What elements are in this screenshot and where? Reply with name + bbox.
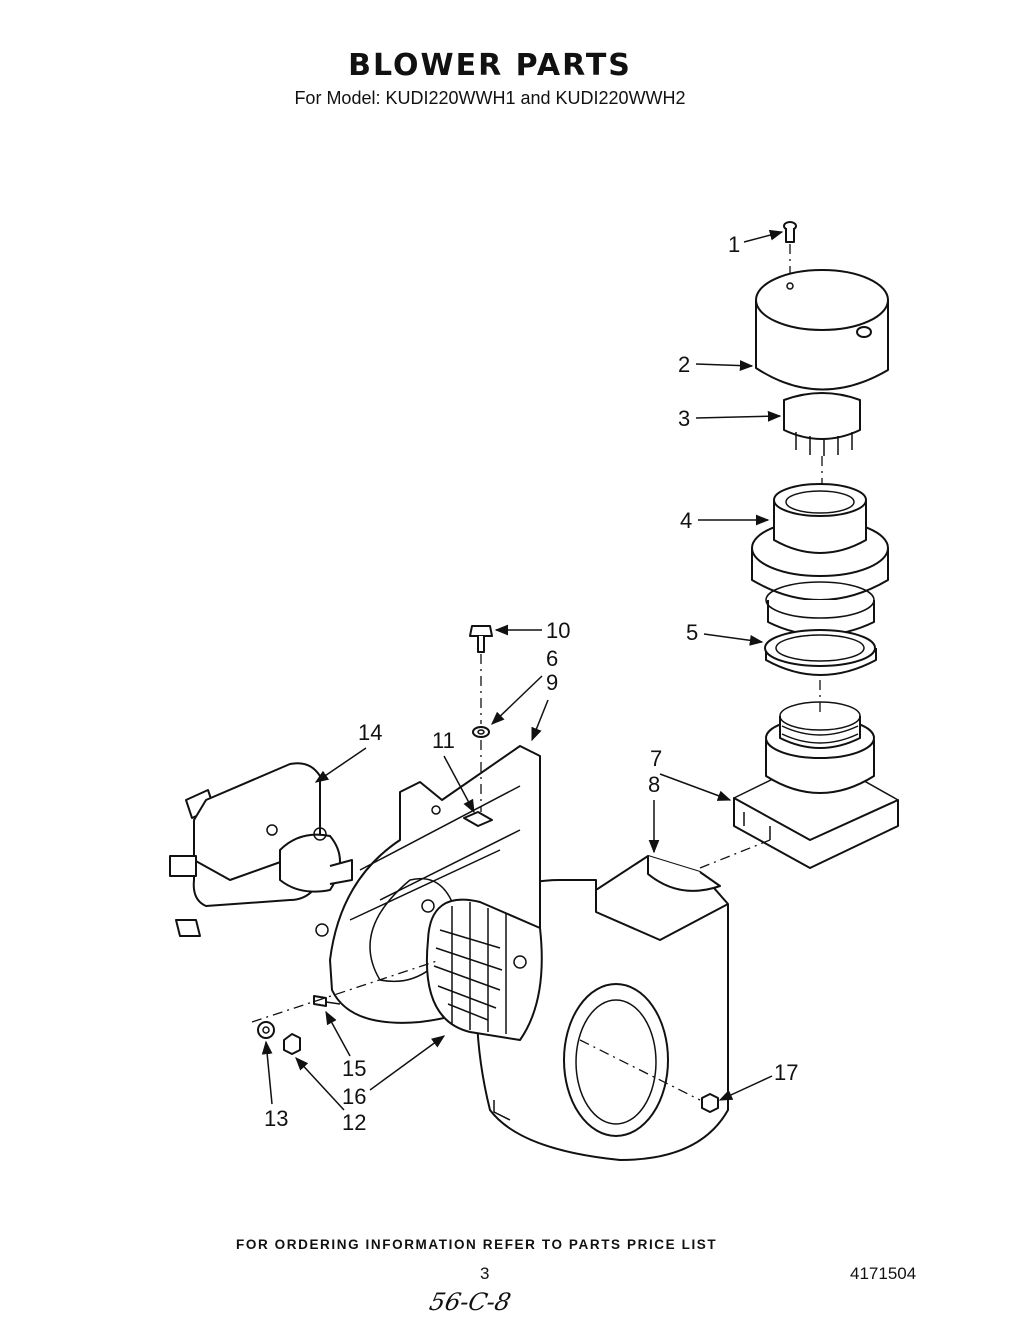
callout-11: 11 xyxy=(432,728,455,753)
washer-part-6 xyxy=(472,726,490,738)
callout-3: 3 xyxy=(678,406,690,431)
callout-8: 8 xyxy=(648,772,660,797)
page-number: 3 xyxy=(480,1264,490,1283)
model-subtitle: For Model: KUDI220WWH1 and KUDI220WWH2 xyxy=(294,88,686,108)
nut-part-12 xyxy=(283,1033,301,1055)
callout-2: 2 xyxy=(678,352,690,377)
callout-6: 6 xyxy=(546,646,558,671)
callout-10: 10 xyxy=(546,618,570,643)
document-number: 4171504 xyxy=(850,1264,917,1283)
blower-wheel-part-16 xyxy=(425,898,543,1041)
bolt-part-10 xyxy=(469,625,493,653)
callout-17: 17 xyxy=(774,1060,798,1085)
callout-7: 7 xyxy=(650,746,662,771)
callout-labels: 1 2 3 4 5 6 7 8 9 10 11 12 13 14 15 16 1 xyxy=(261,229,798,1135)
callout-14: 14 xyxy=(358,720,382,745)
handwritten-note: 56-C-8 xyxy=(427,1288,514,1316)
page-title: BLOWER PARTS xyxy=(348,48,632,83)
callout-5: 5 xyxy=(686,620,698,645)
terminal-block-part-3 xyxy=(783,392,861,456)
ordering-note: FOR ORDERING INFORMATION REFER TO PARTS … xyxy=(236,1237,718,1252)
callout-16: 16 xyxy=(342,1084,366,1109)
ring-part-5 xyxy=(764,629,877,676)
callout-1: 1 xyxy=(728,232,740,257)
bracket-part-7 xyxy=(733,701,899,869)
callout-15: 15 xyxy=(342,1056,366,1081)
motor-part-14 xyxy=(169,762,353,937)
callout-12: 12 xyxy=(342,1110,366,1135)
washer-part-13 xyxy=(257,1021,275,1039)
callout-4: 4 xyxy=(680,508,692,533)
callout-13: 13 xyxy=(264,1106,288,1131)
nut-part-17 xyxy=(701,1093,719,1113)
clip-part-11 xyxy=(463,811,493,827)
callout-9: 9 xyxy=(546,670,558,695)
motor-cap-part-2 xyxy=(755,269,889,391)
collar-part-4 xyxy=(751,483,889,636)
screw-part-1 xyxy=(783,221,797,243)
